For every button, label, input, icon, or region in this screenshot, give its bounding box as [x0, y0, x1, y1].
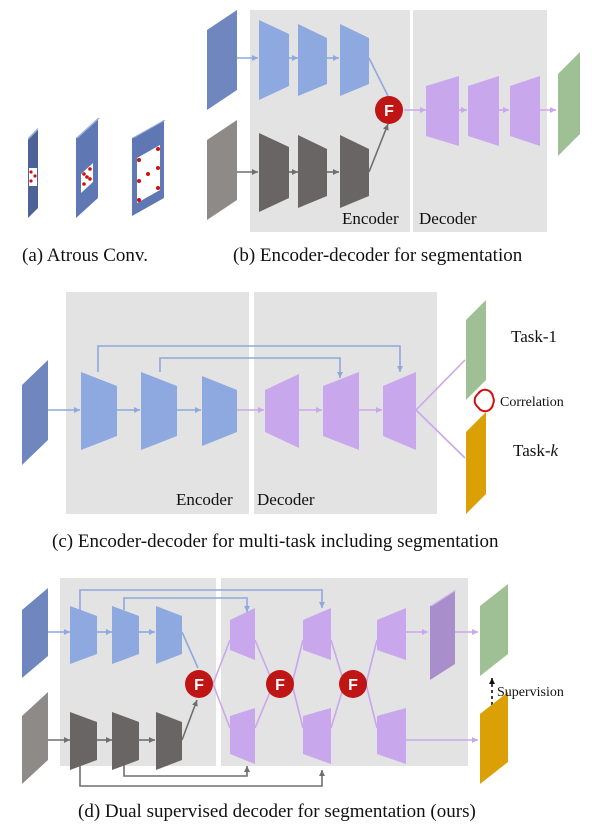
decoder-block-c3 [383, 372, 416, 450]
caption-c: (c) Encoder-decoder for multi-task inclu… [52, 531, 499, 552]
caption-d: (d) Dual supervised decoder for segmenta… [78, 801, 476, 822]
panel-b: F Encoder Decoder (b) Encoder-decoder fo… [207, 10, 580, 266]
svg-text:F: F [348, 677, 358, 694]
panel-c: Task-1 Correlation Task-k Encoder Decode… [22, 292, 564, 552]
encoder-block-c3 [202, 376, 237, 446]
fusion-label: F [384, 103, 394, 120]
rgb-encoder-block-1 [259, 20, 289, 100]
lower-decoder-block-3 [377, 708, 406, 764]
decoder-region-d [221, 578, 468, 766]
auxiliary-output-slab-d [480, 692, 508, 784]
fusion-node-d2: F [266, 670, 294, 698]
depth-encoder-block-2 [298, 135, 327, 208]
panel-d: F F F Supervision (d) Dual supervised de… [22, 578, 564, 822]
rgb-encoder-block-d2 [112, 606, 139, 664]
encoder-block-c2 [141, 372, 177, 450]
segmentation-output-slab [558, 52, 580, 156]
correlation-label: Correlation [500, 395, 564, 410]
rgb-encoder-block-3 [340, 24, 369, 96]
upper-decoder-block-3 [377, 608, 406, 660]
correlation-icon [473, 388, 495, 413]
depth-encoder-block-1 [259, 133, 289, 212]
input-depth-slab-d [22, 692, 48, 784]
depth-encoder-block-d1 [70, 712, 97, 770]
fusion-node-d1: F [185, 670, 213, 698]
decoder-block-c1 [265, 374, 299, 448]
caption-a: (a) Atrous Conv. [22, 245, 148, 266]
rgb-encoder-block-d3 [156, 606, 182, 664]
depth-encoder-block-3 [340, 135, 369, 208]
supervision-label: Supervision [497, 685, 564, 700]
input-slab-c [22, 360, 48, 465]
decoder-block-3 [510, 76, 540, 146]
lower-decoder-block-1 [230, 708, 255, 764]
input-rgb-slab-d [22, 588, 48, 678]
panel-a: (a) Atrous Conv. [22, 118, 166, 266]
fusion-node [375, 96, 403, 124]
decoder-label-c: Decoder [257, 490, 315, 509]
segmentation-output-slab-d [480, 584, 508, 676]
atrous-slab-1 [28, 128, 38, 218]
lower-decoder-block-2 [303, 708, 331, 764]
svg-text:F: F [275, 677, 285, 694]
encoder-label-c: Encoder [176, 490, 233, 509]
encoder-block-c1 [81, 372, 117, 450]
caption-b: (b) Encoder-decoder for segmentation [233, 245, 523, 266]
input-rgb-slab [207, 10, 237, 110]
task-1-output-slab [466, 300, 486, 400]
task-1-label: Task-1 [511, 327, 557, 346]
rgb-encoder-block-2 [298, 24, 327, 96]
head-slab [430, 590, 455, 680]
task-k-label: Task-k [513, 441, 559, 460]
svg-text:F: F [194, 677, 204, 694]
rgb-encoder-block-d1 [70, 606, 97, 664]
decoder-block-1 [426, 76, 459, 146]
upper-decoder-block-1 [230, 608, 255, 660]
atrous-slab-2 [76, 118, 100, 218]
task-k-output-slab [466, 412, 486, 514]
input-depth-slab [207, 120, 237, 220]
atrous-slab-3 [132, 120, 166, 216]
depth-encoder-block-d2 [112, 712, 139, 770]
fusion-node-d3: F [339, 670, 367, 698]
decoder-label-b: Decoder [419, 209, 477, 228]
decoder-block-c2 [323, 372, 359, 450]
upper-decoder-block-2 [303, 608, 331, 660]
encoder-label-b: Encoder [342, 209, 399, 228]
depth-encoder-block-d3 [156, 712, 182, 770]
decoder-block-2 [468, 76, 499, 146]
